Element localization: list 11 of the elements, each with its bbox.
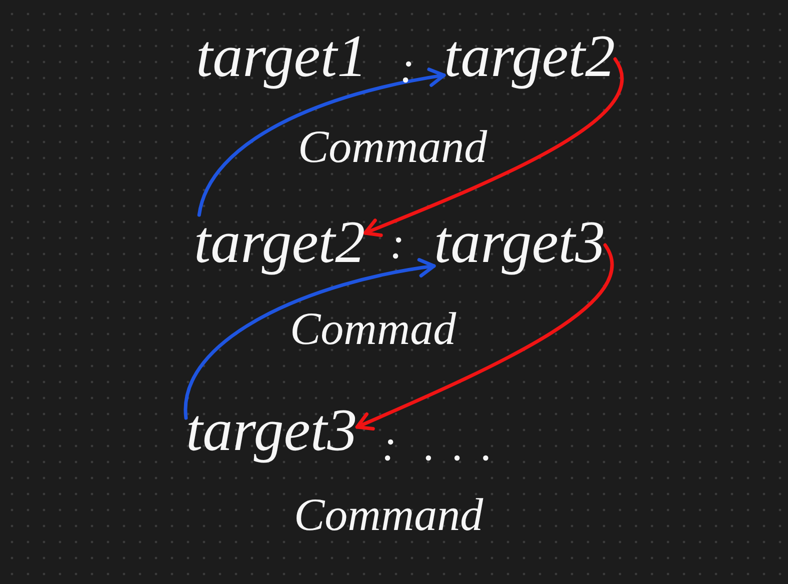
- separator-colon: :: [400, 46, 415, 90]
- ellipsis-label: ...: [424, 424, 510, 468]
- command-label: Command: [298, 124, 488, 170]
- curved-arrow: [355, 243, 614, 430]
- command-label: Commad: [290, 306, 456, 352]
- curved-arrow: [184, 258, 436, 420]
- command-label: Command: [294, 492, 484, 538]
- curved-arrow: [363, 57, 624, 237]
- separator-colon: :: [390, 222, 405, 266]
- curved-arrow: [197, 68, 446, 217]
- separator-colon: :: [382, 424, 397, 468]
